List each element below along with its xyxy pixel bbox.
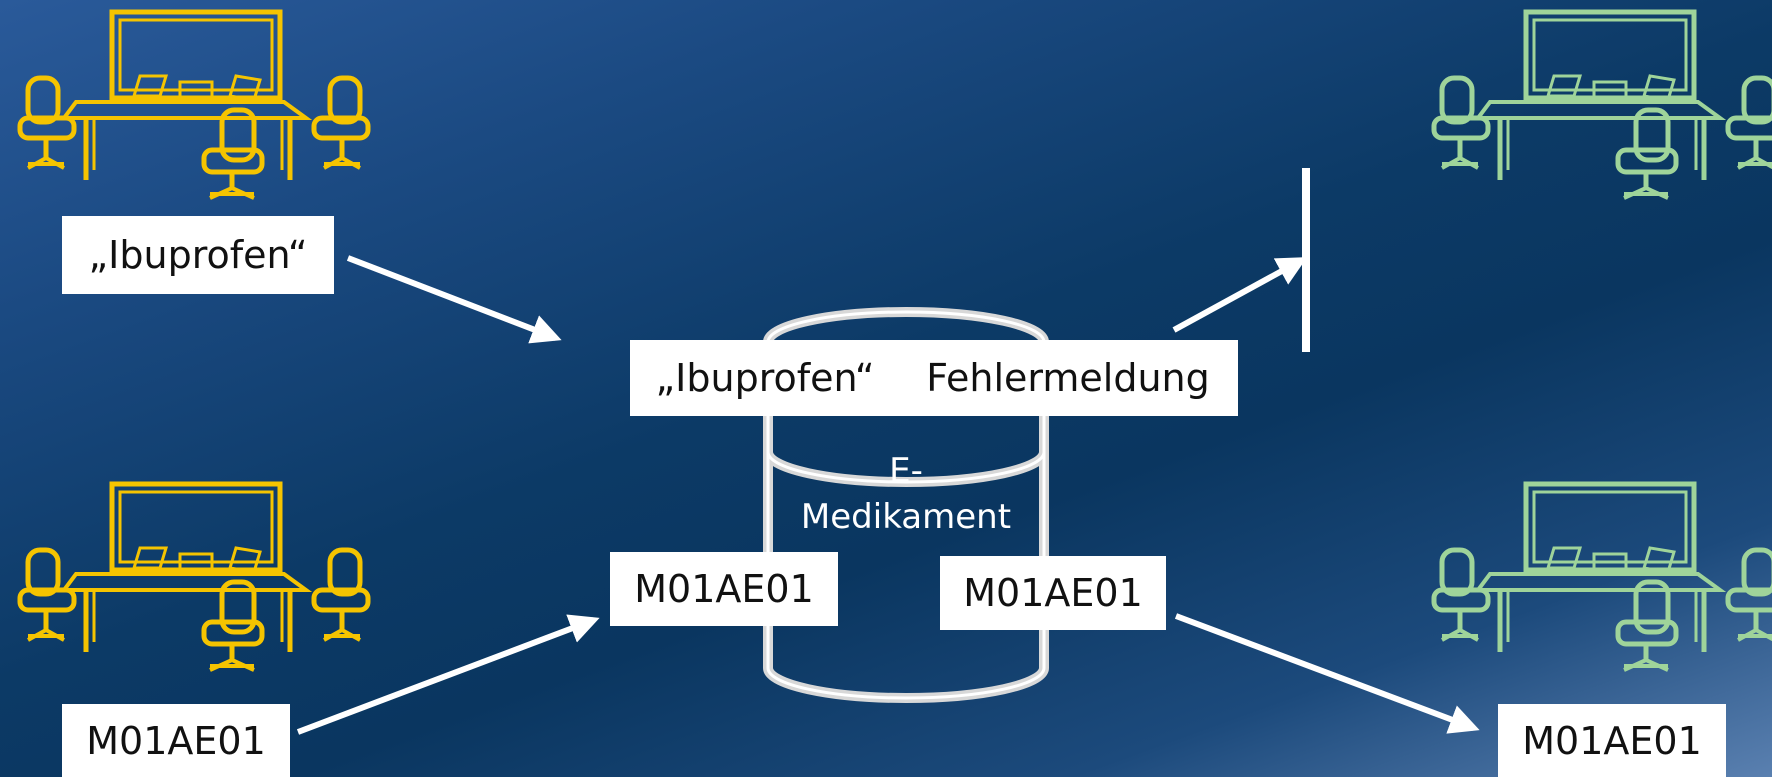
- arrow-sender-top-to-db: [346, 255, 562, 344]
- receiver-office-bottom-icon: [1434, 484, 1772, 670]
- arrow-db-to-blocked: [1172, 257, 1308, 333]
- receiver-office-top-icon: [1434, 12, 1772, 198]
- sender-top-label: „Ibuprofen“: [62, 216, 334, 294]
- sender-office-bottom-icon: [20, 484, 368, 670]
- database-title-line1: E-: [889, 451, 923, 491]
- db-outgoing-top-label: Fehlermeldung: [898, 340, 1238, 416]
- db-incoming-bottom-label: M01AE01: [610, 552, 838, 626]
- sender-office-top-icon: [20, 12, 368, 198]
- database-title: E- Medikament: [770, 448, 1042, 540]
- db-incoming-top-label: „Ibuprofen“: [630, 340, 900, 416]
- arrow-sender-bottom-to-db: [296, 614, 600, 735]
- receiver-bottom-label: M01AE01: [1498, 704, 1726, 777]
- db-outgoing-bottom-label: M01AE01: [940, 556, 1166, 630]
- database-title-line2: Medikament: [800, 497, 1012, 537]
- sender-bottom-label: M01AE01: [62, 704, 290, 777]
- arrow-db-to-receiver-bottom: [1174, 613, 1480, 734]
